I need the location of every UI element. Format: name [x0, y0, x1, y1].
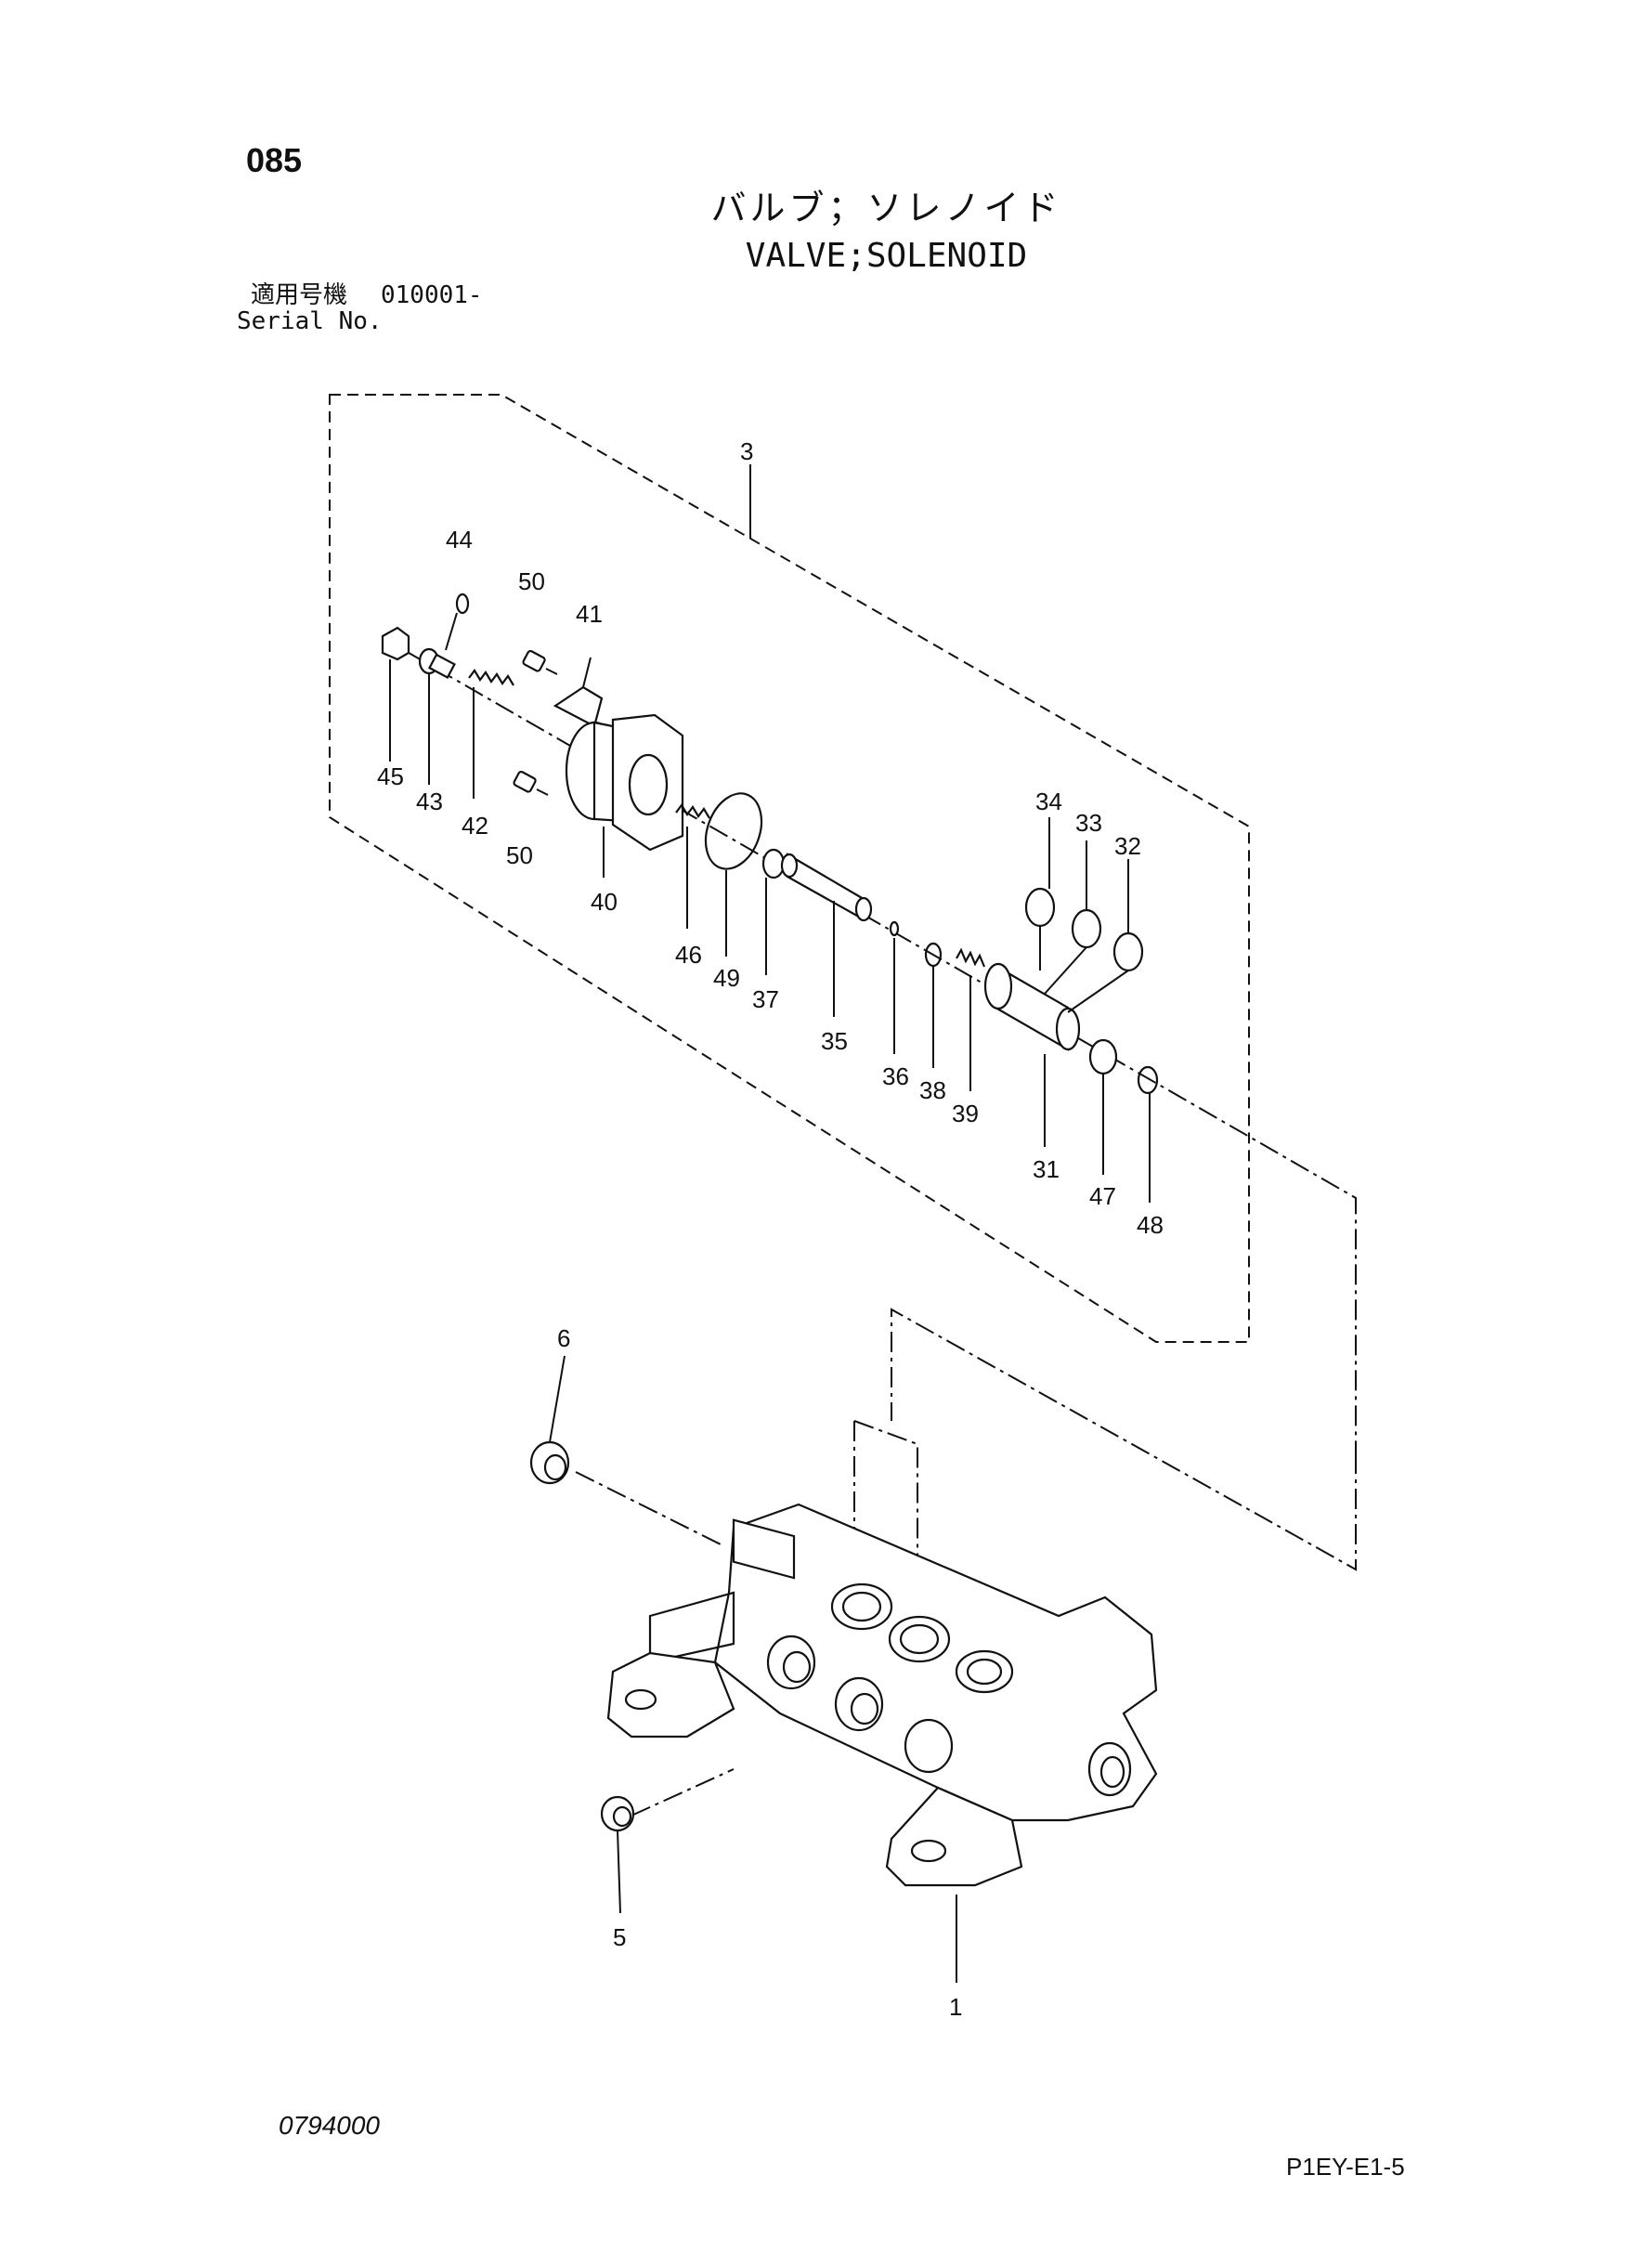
washer-37: [761, 848, 786, 879]
callout-40: 40: [591, 888, 618, 916]
callout-34: 34: [1035, 788, 1062, 815]
serial-label-japanese: 適用号機: [251, 281, 348, 309]
assembly-boundary: [329, 394, 1250, 1343]
callout-46: 46: [675, 941, 702, 969]
page-code: P1EY-E1-5: [1286, 2153, 1405, 2181]
callout-32: 32: [1114, 832, 1141, 860]
serial-label-english: Serial No.: [237, 307, 383, 335]
callout-5: 5: [613, 1923, 626, 1951]
oring-49: [704, 792, 763, 870]
drawing-number: 0794000: [279, 2111, 381, 2140]
ring-48: [1137, 1065, 1159, 1095]
callout-42: 42: [462, 812, 488, 840]
valve-body-1: [606, 1503, 1158, 1887]
centerline-plug-6: [575, 1471, 725, 1547]
flange-40: [611, 713, 684, 852]
callout-41: 41: [576, 600, 603, 628]
serial-range: 010001-: [381, 281, 483, 309]
page-number: 085: [246, 141, 303, 179]
callout-48: 48: [1137, 1211, 1164, 1239]
bolt-50-upper: [522, 649, 558, 675]
callout-50-upper: 50: [518, 567, 545, 595]
callout-6: 6: [557, 1324, 570, 1352]
callout-39: 39: [952, 1100, 979, 1127]
spool-35: [780, 853, 873, 922]
ring-36: [889, 920, 900, 937]
oring-33: [1071, 908, 1102, 949]
leader-lines: [389, 612, 1151, 1983]
oring-32: [1112, 931, 1144, 972]
centerline-plug-5: [631, 1768, 735, 1817]
centerline-cartridge: [891, 1308, 1357, 1571]
callout-31: 31: [1033, 1155, 1060, 1183]
spring-42: [468, 669, 514, 686]
title-japanese: バルブ；ソレノイド: [710, 188, 1062, 228]
plug-5: [600, 1795, 635, 1832]
callout-35: 35: [821, 1027, 848, 1055]
nut-45: [381, 626, 410, 661]
callout-36: 36: [882, 1062, 909, 1090]
title-english: VALVE;SOLENOID: [745, 237, 1028, 275]
cartridge-31: [983, 962, 1081, 1051]
oring-34: [1024, 887, 1056, 928]
callout-38: 38: [919, 1076, 946, 1104]
callout-50-lower: 50: [506, 841, 533, 869]
spring-39: [956, 947, 986, 968]
solenoid-41: [553, 685, 684, 852]
callout-43: 43: [416, 788, 443, 815]
callout-1: 1: [949, 1993, 962, 2021]
callout-3: 3: [740, 437, 753, 465]
plug-6: [529, 1440, 570, 1485]
backup-ring-47: [1088, 1038, 1118, 1075]
callout-47: 47: [1089, 1182, 1116, 1210]
ring-44: [455, 593, 470, 615]
callout-44: 44: [446, 526, 473, 553]
centerline-solenoid: [403, 649, 1357, 1453]
callout-49: 49: [713, 964, 740, 992]
screw-43: [418, 647, 456, 679]
callout-37: 37: [752, 985, 779, 1013]
callout-33: 33: [1075, 809, 1102, 837]
bolt-50-lower: [513, 770, 549, 796]
spring-46: [675, 803, 710, 819]
callout-45: 45: [377, 762, 404, 790]
